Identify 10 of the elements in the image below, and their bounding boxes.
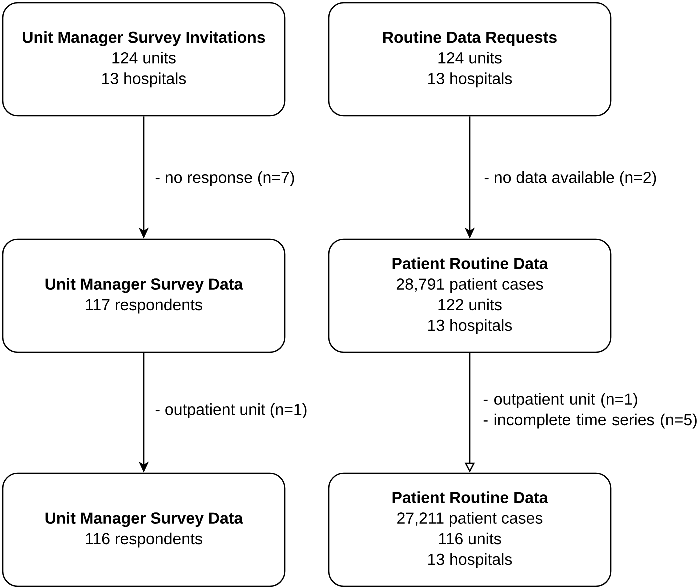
process-box: Patient Routine Data 28,791 patient cases 122 units 13 hospitals [328,238,612,354]
edge-label: - outpatient unit (n=1) [156,404,307,418]
edge-label: - no data available (n=2) [484,172,656,186]
edge-label: - no response (n=7) [156,172,294,186]
process-box: Routine Data Requests 124 units 13 hospitals [328,2,612,117]
process-box: Patient Routine Data 27,211 patient cases 116 units 13 hospitals [328,472,612,587]
process-box: Unit Manager Survey Data 116 respondents [2,472,286,587]
process-box: Unit Manager Survey Invitations 124 units 13 hospitals [2,2,286,117]
edge-label: - outpatient unit (n=1) - incomplete time series (n=5) [484,393,697,429]
process-box: Unit Manager Survey Data 117 respondents [2,238,286,354]
